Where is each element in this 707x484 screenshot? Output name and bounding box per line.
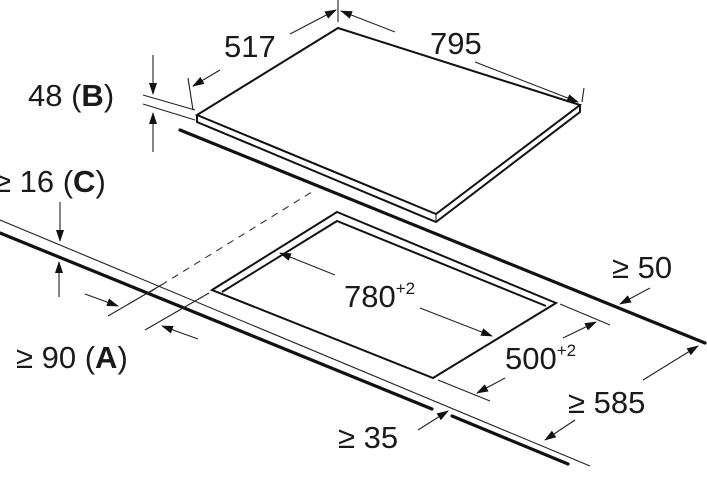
dimension-arrow xyxy=(419,307,493,337)
dimension-arrow xyxy=(279,252,336,276)
cutout-dimensions: 780+2 500+2 xyxy=(279,252,611,402)
worktop-front-edge xyxy=(450,414,570,466)
clearance-dimensions: ≥ 16 (C) ≥ 90 (A) ≥ 50 ≥ 585 ≥ 35 xyxy=(0,164,699,455)
extension-line xyxy=(142,94,196,111)
dimension-arrow xyxy=(84,293,119,307)
extension-line xyxy=(107,283,164,317)
extension-line xyxy=(142,103,196,121)
worktop-front-top-edge xyxy=(0,219,591,467)
dimension-arrow xyxy=(544,419,576,441)
worktop-thickness-label: ≥ 16 (C) xyxy=(0,164,106,199)
dimension-arrow xyxy=(340,10,396,33)
worktop-front-edge xyxy=(0,231,434,411)
hob-depth-label: 517 xyxy=(224,29,276,64)
cutout-width-label: 780+2 xyxy=(344,279,415,314)
extension-line xyxy=(144,292,210,331)
hob-dimensions: 517 795 48 (B) xyxy=(28,0,585,152)
extension-line xyxy=(187,77,194,111)
extension-line xyxy=(581,87,585,103)
dimension-arrow xyxy=(619,287,651,305)
dimension-arrow xyxy=(474,61,579,103)
cutout-drawing xyxy=(209,210,559,380)
rear-gap-label: ≥ 50 xyxy=(612,250,672,285)
dimension-arrow xyxy=(289,9,337,35)
worktop-drawing xyxy=(0,128,707,467)
hob-width-label: 795 xyxy=(430,26,482,61)
hob-height-label: 48 (B) xyxy=(28,78,114,113)
dimension-arrow xyxy=(562,321,597,339)
extension-line xyxy=(437,379,491,402)
extension-line xyxy=(559,303,611,326)
dimension-arrow xyxy=(476,377,506,394)
cutout-inner-edge xyxy=(221,219,547,307)
cutout-outline xyxy=(209,210,559,380)
dimension-arrow xyxy=(161,325,199,340)
front-gap-label: ≥ 90 (A) xyxy=(16,340,128,375)
worktop-depth-label: ≥ 585 xyxy=(568,385,645,420)
worktop-rear-edge xyxy=(178,128,707,345)
hidden-line xyxy=(149,189,316,293)
dimension-arrow xyxy=(417,410,449,431)
hob-drawing xyxy=(194,26,583,224)
side-gap-label: ≥ 35 xyxy=(338,420,398,455)
dimension-arrow xyxy=(192,69,221,87)
cutout-depth-label: 500+2 xyxy=(505,341,576,376)
dimension-arrow xyxy=(642,345,699,381)
